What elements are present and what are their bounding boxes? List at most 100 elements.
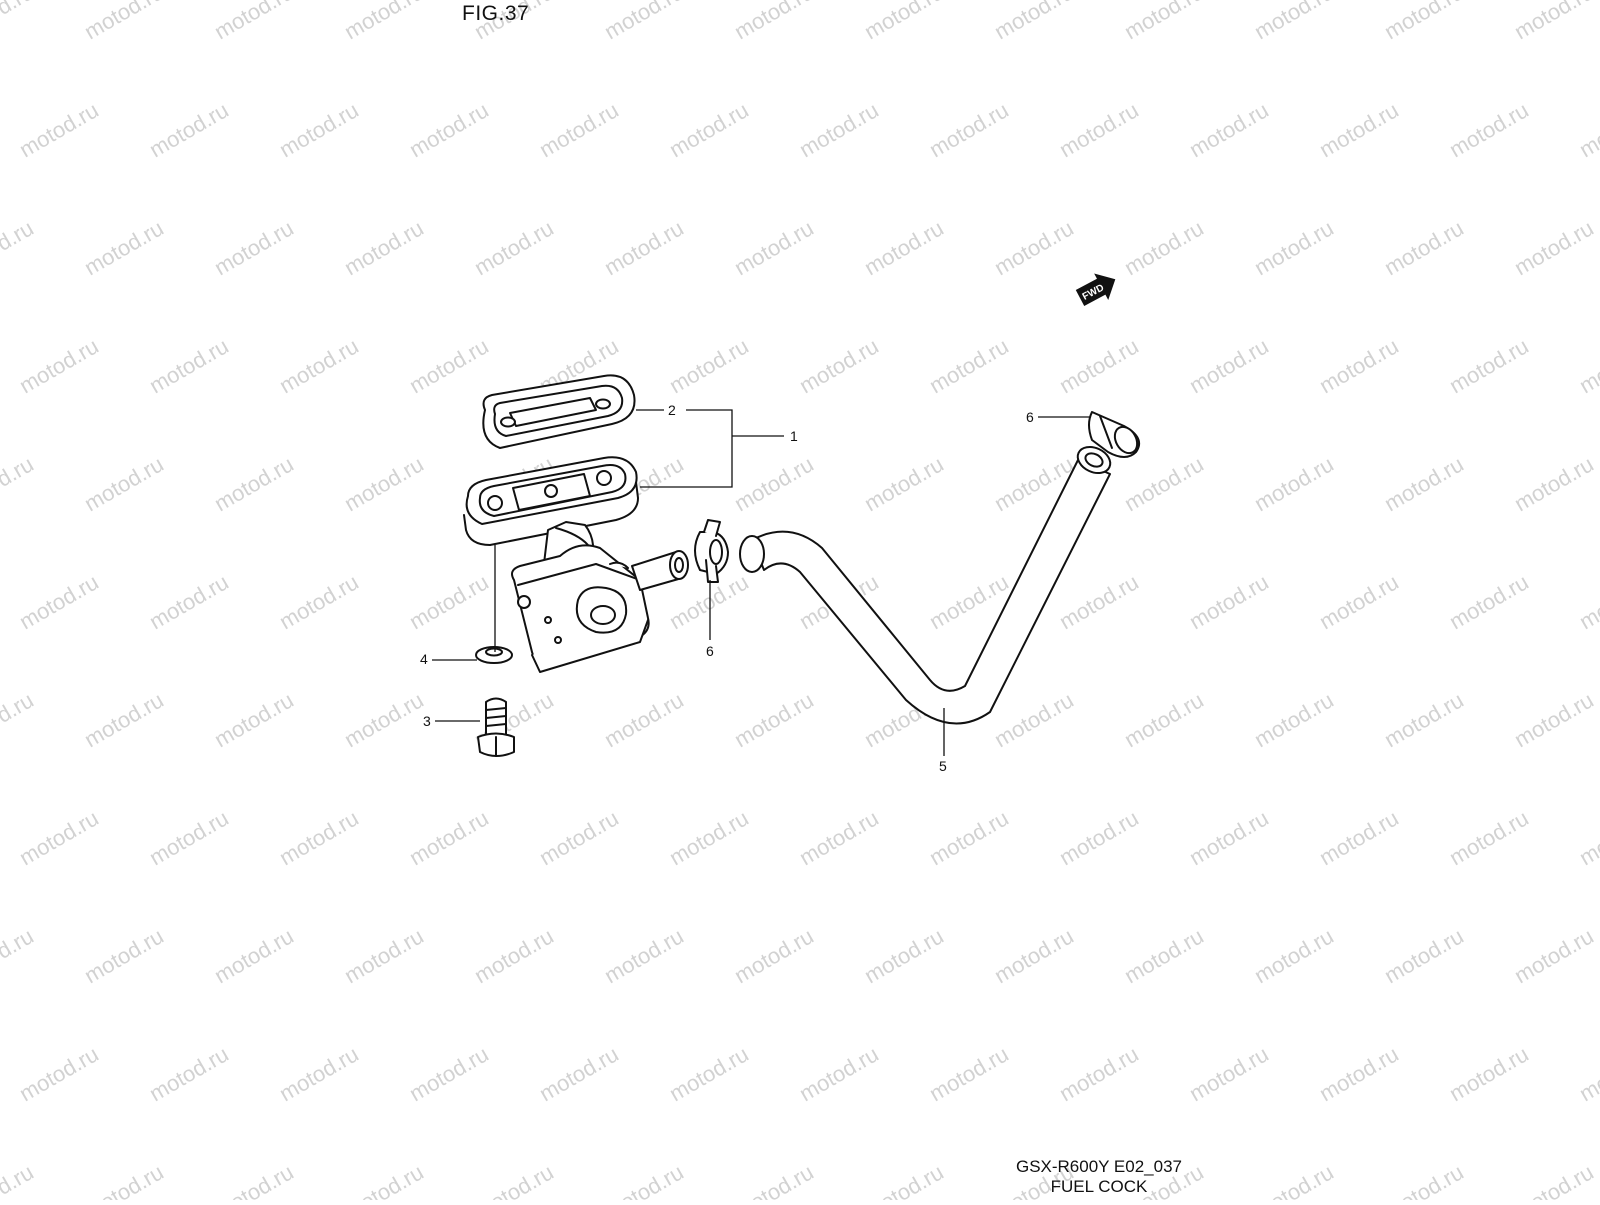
watermark-text: motod.ru <box>1315 1041 1403 1106</box>
watermark-text: motod.ru <box>1120 215 1208 280</box>
watermark-text: motod.ru <box>0 451 38 516</box>
watermark-text: motod.ru <box>210 1159 298 1200</box>
watermark-text: motod.ru <box>1055 333 1143 398</box>
callout-1: 1 <box>790 428 798 444</box>
watermark-text: motod.ru <box>1380 451 1468 516</box>
callout-2: 2 <box>668 402 676 418</box>
watermark-text: motod.ru <box>1120 451 1208 516</box>
watermark-text: motod.ru <box>535 805 623 870</box>
watermark-text: motod.ru <box>1185 805 1273 870</box>
watermark-text: motod.ru <box>0 0 38 44</box>
watermark-text: motod.ru <box>0 1159 38 1200</box>
assembly-name: FUEL COCK <box>1050 1177 1148 1196</box>
watermark-text: motod.ru <box>795 97 883 162</box>
watermark-text: motod.ru <box>1575 569 1600 634</box>
watermark-text: motod.ru <box>210 687 298 752</box>
watermark-text: motod.ru <box>1185 569 1273 634</box>
watermark-text: motod.ru <box>1250 451 1338 516</box>
watermark-text: motod.ru <box>1055 569 1143 634</box>
watermark-text: motod.ru <box>15 805 103 870</box>
callout-5: 5 <box>939 758 947 774</box>
watermark-text: motod.ru <box>1380 1159 1468 1200</box>
watermark-text: motod.ru <box>210 451 298 516</box>
watermark-text: motod.ru <box>1315 805 1403 870</box>
watermark-text: motod.ru <box>340 215 428 280</box>
watermark-text: motod.ru <box>1510 0 1598 44</box>
watermark-text: motod.ru <box>860 0 948 44</box>
watermark-text: motod.ru <box>1445 333 1533 398</box>
model-code: GSX-R600Y E02_037 <box>1015 1157 1182 1176</box>
watermark-text: motod.ru <box>0 923 38 988</box>
watermark-text: motod.ru <box>80 923 168 988</box>
watermark-text: motod.ru <box>340 687 428 752</box>
watermark-text: motod.ru <box>1315 333 1403 398</box>
watermark-text: motod.ru <box>0 215 38 280</box>
watermark-text: motod.ru <box>860 215 948 280</box>
watermark-text: motod.ru <box>1055 1041 1143 1106</box>
watermark-text: motod.ru <box>1055 805 1143 870</box>
gasket-part-2 <box>482 374 636 449</box>
fuel-hose-part-5 <box>739 445 1112 725</box>
watermark-text: motod.ru <box>1250 1159 1338 1200</box>
watermark-text: motod.ru <box>1380 0 1468 44</box>
watermark-text: motod.ru <box>1510 1159 1598 1200</box>
watermark-text: motod.ru <box>470 215 558 280</box>
watermark-text: motod.ru <box>600 1159 688 1200</box>
watermark-text: motod.ru <box>730 1159 818 1200</box>
watermark-text: motod.ru <box>535 97 623 162</box>
watermark-text: motod.ru <box>1575 1041 1600 1106</box>
watermark-text: motod.ru <box>600 687 688 752</box>
watermark-text: motod.ru <box>600 215 688 280</box>
watermark-text: motod.ru <box>1380 215 1468 280</box>
fuel-cock-part-1 <box>463 456 689 673</box>
watermark-text: motod.ru <box>665 1041 753 1106</box>
watermark-text: motod.ru <box>15 97 103 162</box>
watermark-text: motod.ru <box>210 923 298 988</box>
watermark-text: motod.ru <box>730 687 818 752</box>
watermark-text: motod.ru <box>535 1041 623 1106</box>
watermark-text: motod.ru <box>860 451 948 516</box>
watermark-text: motod.ru <box>0 687 38 752</box>
watermark-text: motod.ru <box>990 687 1078 752</box>
watermark-text: motod.ru <box>1510 923 1598 988</box>
watermark-text: motod.ru <box>1315 97 1403 162</box>
watermark-text: motod.ru <box>795 333 883 398</box>
hose-clip-part-6-lower <box>694 519 729 583</box>
fwd-direction-badge: FWD <box>1075 273 1116 306</box>
watermark-text: motod.ru <box>665 97 753 162</box>
callout-4: 4 <box>420 651 428 667</box>
figure-label: FIG.37 <box>462 2 530 25</box>
watermark-text: motod.ru <box>1250 687 1338 752</box>
watermark-text: motod.ru <box>145 97 233 162</box>
watermark-text: motod.ru <box>145 1041 233 1106</box>
watermark-text: motod.ru <box>145 333 233 398</box>
watermark-text: motod.ru <box>795 805 883 870</box>
watermark-text: motod.ru <box>925 1041 1013 1106</box>
watermark-text: motod.ru <box>925 333 1013 398</box>
watermark-text: motod.ru <box>80 1159 168 1200</box>
watermark-text: motod.ru <box>730 0 818 44</box>
bolt-part-3 <box>477 697 515 757</box>
watermark-text: motod.ru <box>665 805 753 870</box>
watermark-text: motod.ru <box>600 923 688 988</box>
watermark-text: motod.ru <box>1250 923 1338 988</box>
watermark-text: motod.ru <box>1510 215 1598 280</box>
watermark-text: motod.ru <box>210 0 298 44</box>
watermark-text: motod.ru <box>1250 215 1338 280</box>
watermark-text: motod.ru <box>340 1159 428 1200</box>
watermark-text: motod.ru <box>1575 333 1600 398</box>
watermark-text: motod.ru <box>405 805 493 870</box>
watermark-text: motod.ru <box>1510 451 1598 516</box>
watermark-text: motod.ru <box>210 215 298 280</box>
watermark-text: motod.ru <box>275 569 363 634</box>
callout-6-lower: 6 <box>706 643 714 659</box>
watermark-text: motod.ru <box>1445 1041 1533 1106</box>
callout-6-upper: 6 <box>1026 409 1034 425</box>
watermark-text: motod.ru <box>340 451 428 516</box>
watermark-text: motod.ru <box>405 333 493 398</box>
callout-3: 3 <box>423 713 431 729</box>
watermark-text: motod.ru <box>145 805 233 870</box>
diagram-footer: GSX-R600Y E02_037 FUEL COCK <box>1016 1157 1182 1197</box>
watermark-text: motod.ru <box>860 923 948 988</box>
